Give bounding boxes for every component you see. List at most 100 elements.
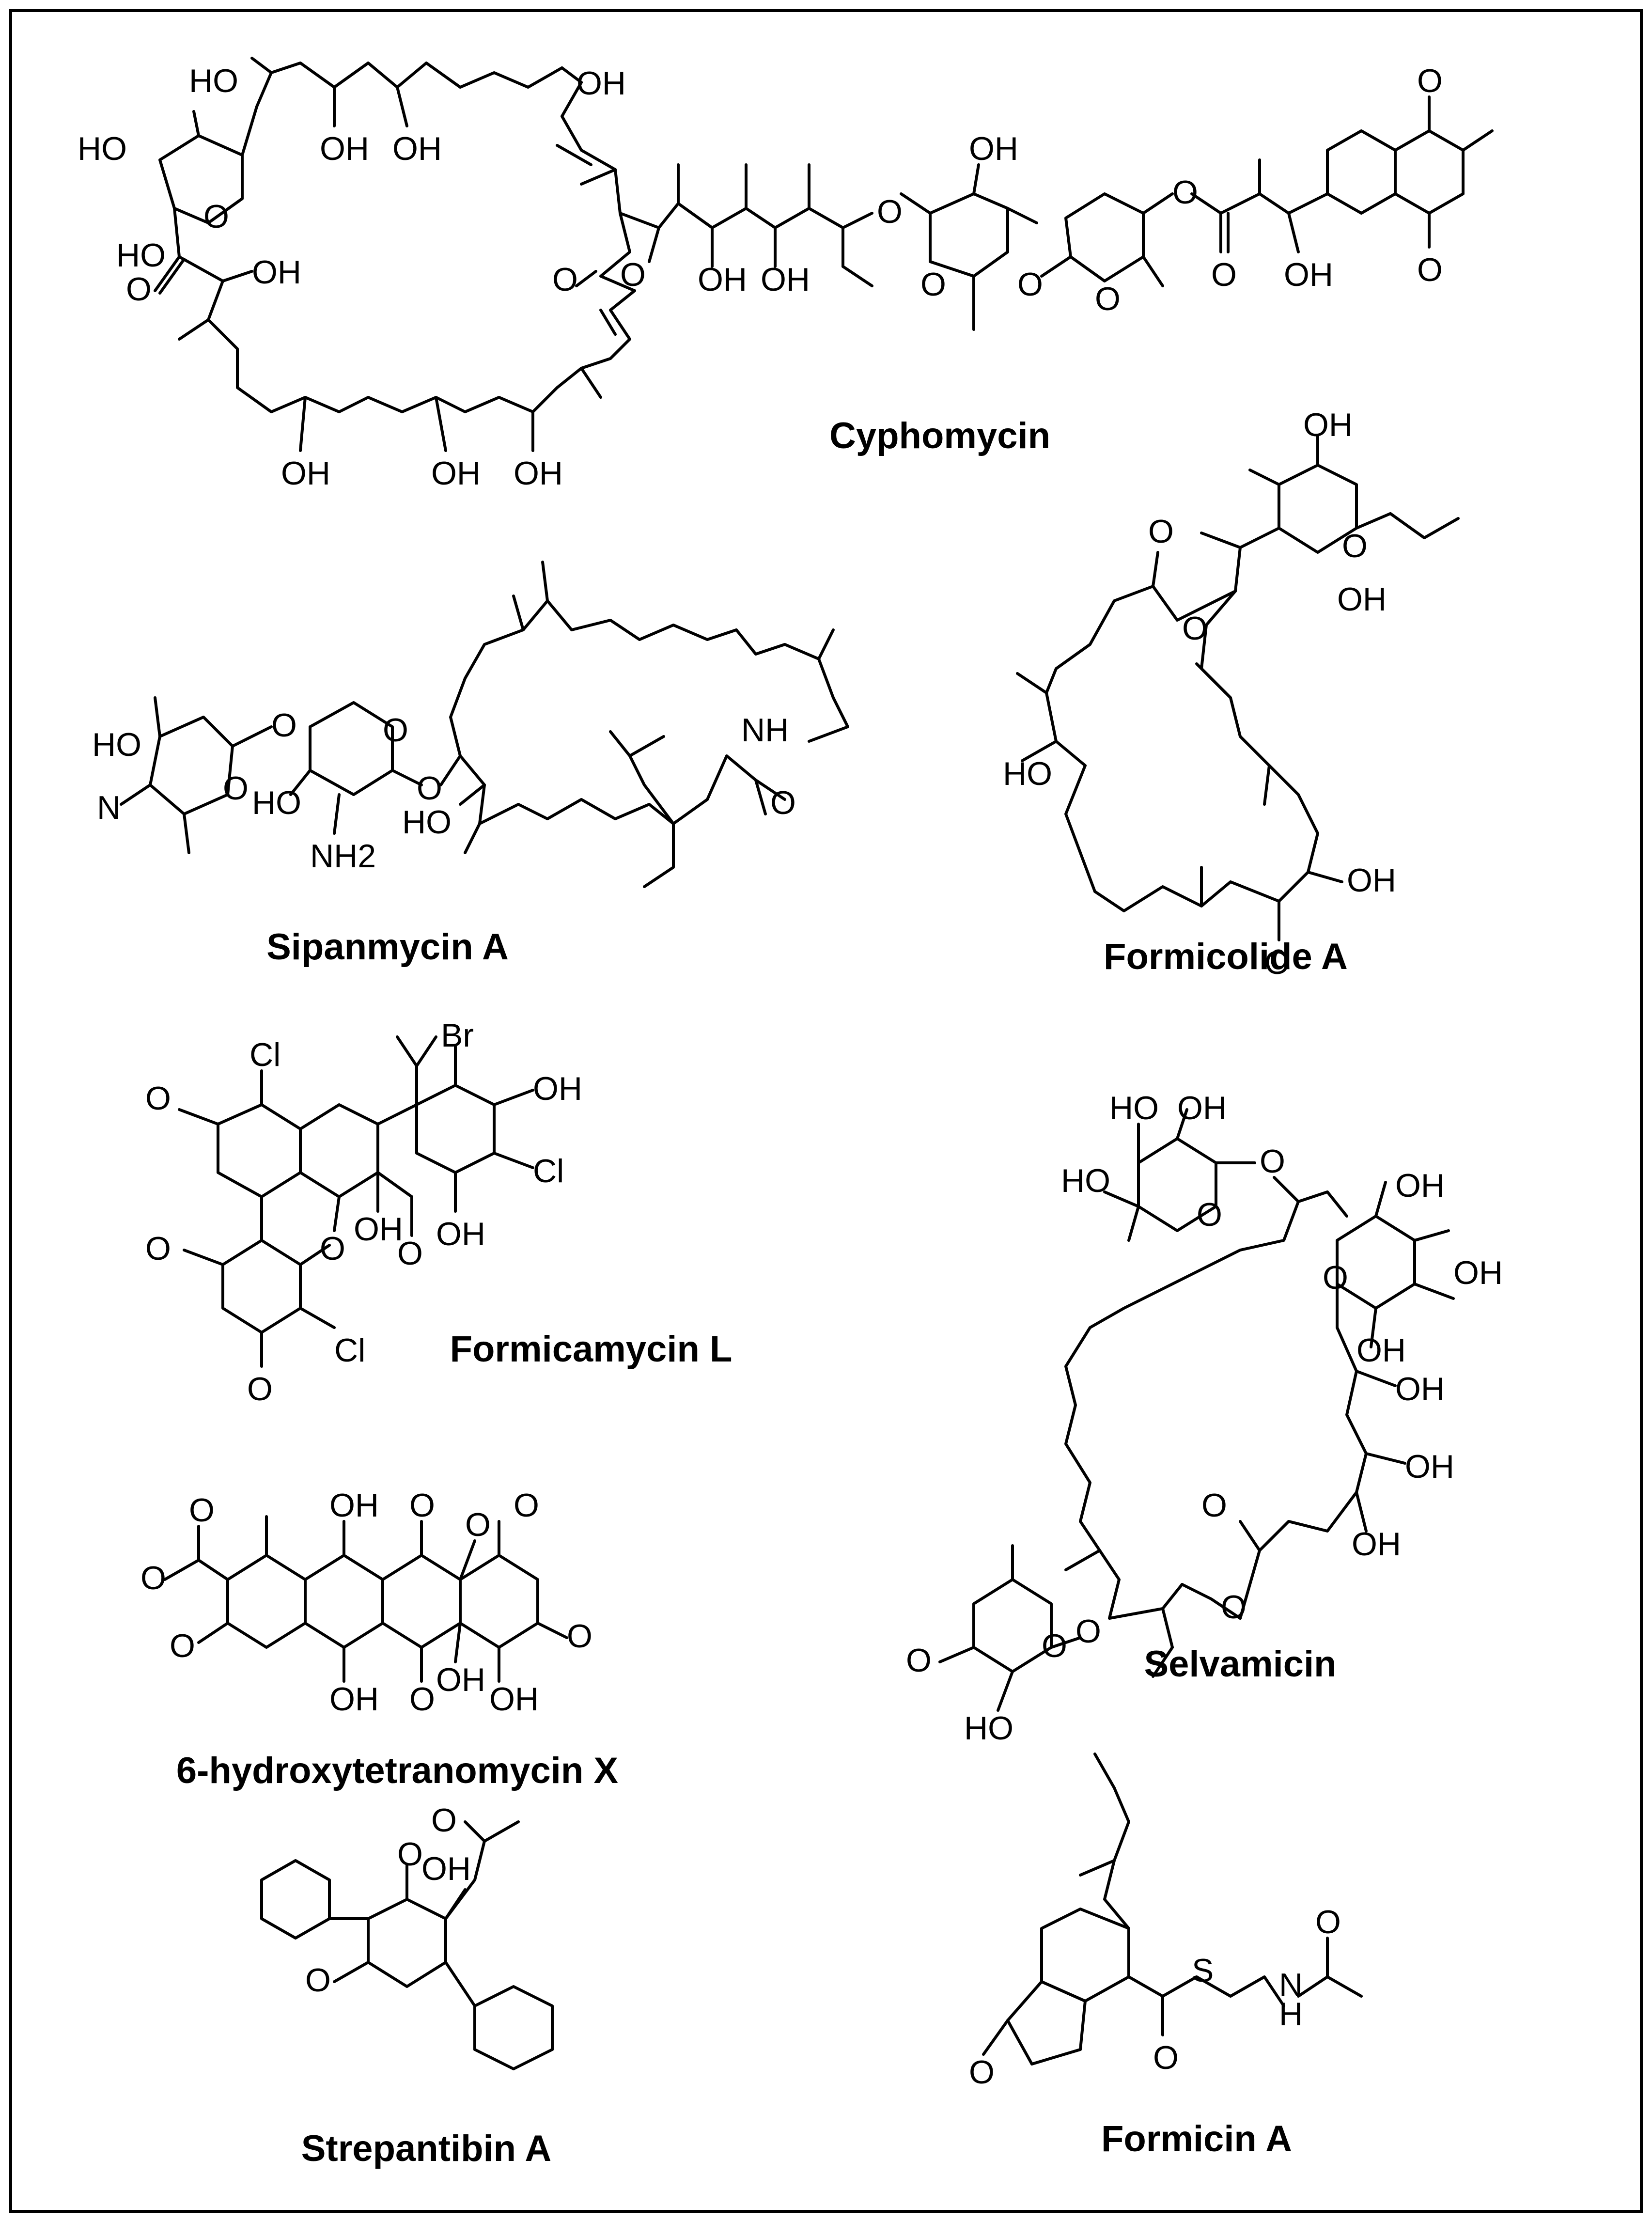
atom-label: OH — [1303, 407, 1353, 443]
atom-label: OH — [421, 1850, 471, 1887]
6-hydroxytetranomycin-x-structure — [163, 1515, 568, 1683]
atom-label: Br — [441, 1017, 474, 1054]
atom-label: O — [567, 1618, 592, 1655]
atom-label: OH — [436, 1216, 485, 1252]
atom-label: O — [1182, 610, 1208, 647]
atom-label: O — [465, 1506, 491, 1543]
atom-label: OH — [1356, 1332, 1406, 1369]
atom-label: O — [170, 1627, 195, 1664]
compound-name: Strepantibin A — [301, 2128, 552, 2169]
atom-label: O — [1417, 63, 1443, 99]
formicamycin-l-structure — [178, 1035, 534, 1368]
atom-label: OH — [354, 1211, 403, 1248]
atom-label: HO — [189, 63, 238, 99]
atom-label: Cl — [533, 1153, 564, 1189]
atom-label: O — [1153, 2039, 1179, 2076]
atom-label: HO — [116, 237, 166, 274]
atom-label: O — [247, 1371, 273, 1408]
atom-label: O — [770, 784, 796, 821]
atom-label: O — [203, 198, 229, 235]
compound-name: Formicin A — [1101, 2118, 1292, 2159]
atom-label: OH — [1337, 581, 1387, 618]
atom-label: OH — [514, 455, 563, 492]
atom-label: O — [1417, 251, 1443, 288]
atom-label: OH — [1395, 1167, 1445, 1204]
atom-label: HO — [964, 1710, 1013, 1747]
atom-label: O — [417, 770, 442, 807]
atom-label: O — [383, 712, 408, 749]
atom-label: OH — [1395, 1371, 1445, 1408]
atom-label: S — [1192, 1952, 1214, 1989]
atom-label: HO — [1109, 1090, 1159, 1127]
atom-label: OH — [698, 261, 747, 298]
atom-label: O — [145, 1230, 171, 1267]
formicolide-a-structure — [1016, 435, 1460, 941]
atom-label: OH — [1177, 1090, 1227, 1127]
atom-label: O — [409, 1681, 435, 1718]
atom-label: O — [1042, 1627, 1067, 1664]
atom-label: OH — [577, 65, 626, 102]
compound-name: Formicolide A — [1104, 936, 1348, 977]
formicin-a-atom-labels: S O O H N O — [969, 1904, 1341, 2091]
atom-label: OH — [329, 1487, 379, 1524]
atom-label: O — [1221, 1589, 1247, 1626]
compound-name: 6-hydroxytetranomycin X — [176, 1750, 619, 1791]
cyphomycin-structure — [154, 57, 1494, 452]
atom-label: O — [1095, 281, 1121, 317]
atom-label: OH — [1453, 1254, 1503, 1291]
atom-label: O — [552, 261, 578, 298]
atom-label: HO — [92, 726, 141, 763]
atom-label: H — [1279, 1996, 1303, 2033]
atom-label: O — [1315, 1904, 1341, 1940]
atom-label: O — [409, 1487, 435, 1524]
atom-label: O — [920, 266, 946, 303]
6-hydroxytetranomycin-x-atom-labels: O O O OH O O O O OH O OH OH — [140, 1487, 592, 1718]
atom-label: O — [126, 271, 152, 308]
atom-label: O — [877, 193, 903, 230]
atom-label: OH — [969, 130, 1018, 167]
atom-label: OH — [436, 1661, 485, 1698]
atom-label: O — [140, 1560, 166, 1596]
atom-label: O — [969, 2054, 995, 2091]
atom-label: NH2 — [310, 838, 376, 875]
atom-label: NH — [741, 712, 789, 749]
compound-name: Formicamycin L — [450, 1329, 732, 1370]
figure-border — [9, 9, 1643, 2213]
atom-label: O — [1211, 256, 1237, 293]
atom-label: O — [1260, 1143, 1285, 1180]
atom-label: O — [1264, 944, 1290, 981]
atom-label: O — [1201, 1487, 1227, 1524]
atom-label: O — [189, 1492, 215, 1529]
atom-label: O — [271, 707, 297, 744]
cyphomycin-atom-labels: HO HO O HO O OH OH OH OH O O OH OH OH OH… — [78, 63, 1443, 492]
atom-label: O — [1075, 1613, 1101, 1650]
atom-label: N — [97, 789, 121, 826]
atom-label: OH — [252, 254, 301, 291]
atom-label: HO — [1061, 1162, 1110, 1199]
atom-label: O — [1148, 513, 1174, 550]
atom-label: OH — [489, 1681, 539, 1718]
atom-label: OH — [431, 455, 481, 492]
atom-label: O — [1017, 266, 1043, 303]
atom-label: HO — [1003, 755, 1052, 792]
atom-label: O — [320, 1230, 345, 1267]
atom-label: O — [1323, 1259, 1348, 1296]
atom-label: HO — [402, 804, 452, 841]
atom-label: O — [397, 1836, 423, 1873]
sipanmycin-a-atom-labels: HO N O O O HO NH2 O HO NH O — [92, 707, 796, 875]
atom-label: OH — [392, 130, 442, 167]
atom-label: HO — [252, 784, 301, 821]
formicolide-a-atom-labels: OH O OH O O HO O OH — [1003, 407, 1396, 981]
atom-label: OH — [1352, 1526, 1401, 1563]
atom-label: O — [397, 1235, 423, 1272]
formicin-a-structure — [982, 1753, 1363, 2066]
compound-name: Cyphomycin — [829, 415, 1050, 456]
atom-label: O — [514, 1487, 539, 1524]
atom-label: OH — [281, 455, 330, 492]
atom-label: OH — [533, 1070, 582, 1107]
atom-label: N — [1279, 1967, 1303, 2003]
atom-label: O — [431, 1802, 457, 1839]
atom-label: HO — [78, 130, 127, 167]
atom-label: OH — [320, 130, 369, 167]
